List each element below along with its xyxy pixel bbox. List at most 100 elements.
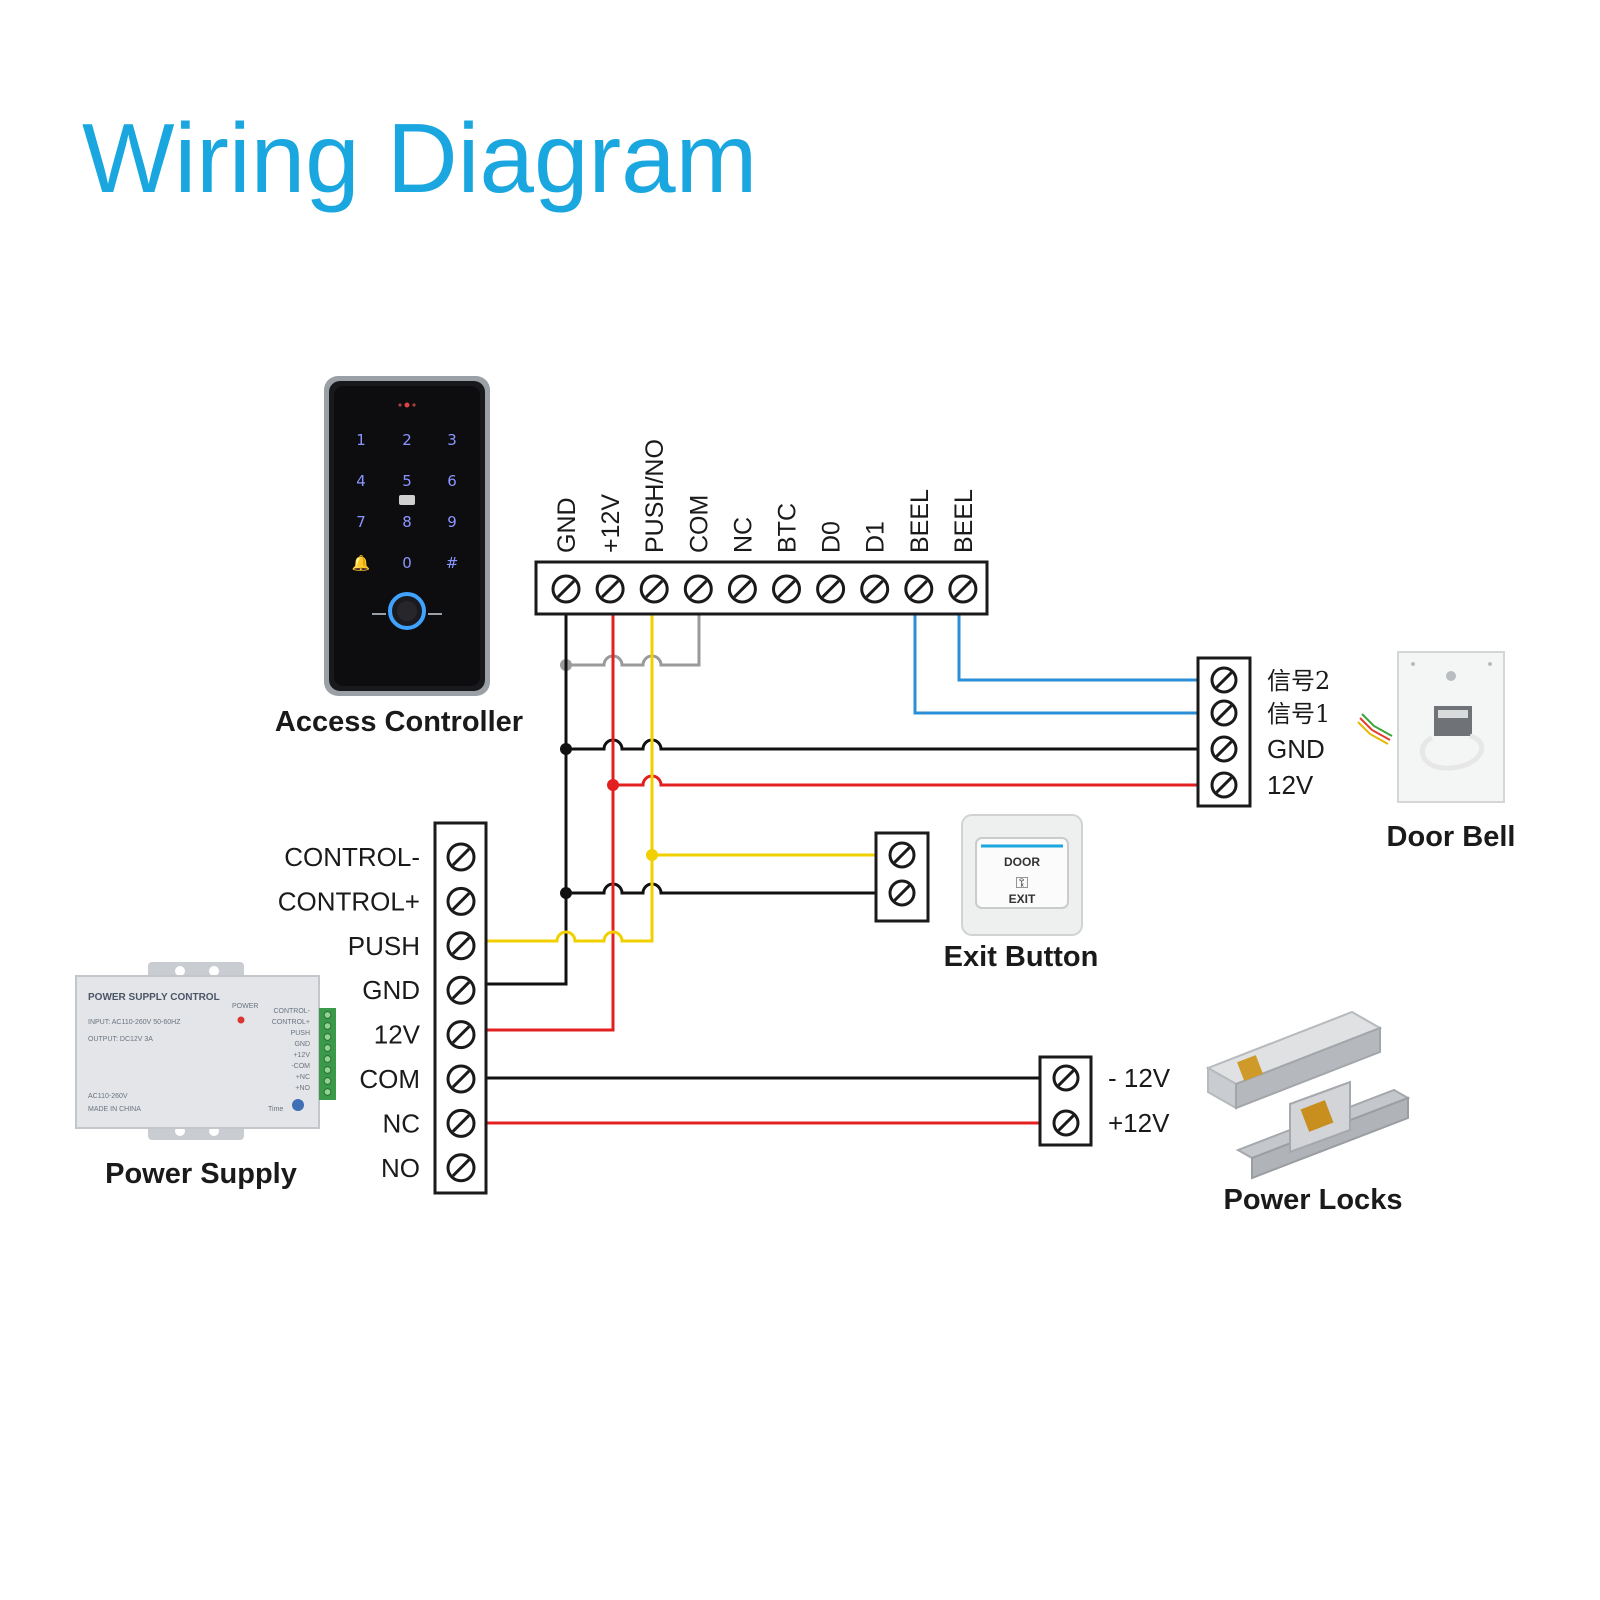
lock-screw xyxy=(1052,1064,1080,1092)
psu-side-label: CONTROL+ xyxy=(272,1019,310,1026)
exit-button-device: DOOR ⚿ EXIT xyxy=(961,814,1083,936)
controller-screw xyxy=(595,574,625,604)
psu-input: INPUT: AC110-260V 50-60HZ xyxy=(88,1019,181,1026)
psu-screw xyxy=(446,842,476,872)
controller-terminal-label: COM xyxy=(685,495,713,553)
doorbell-screws xyxy=(1210,666,1238,799)
exit-button-exit-text: EXIT xyxy=(1009,892,1036,906)
wire-gnd-exit xyxy=(566,882,876,895)
psu-device-screw xyxy=(323,1011,332,1019)
doorbell-terminal-label: GND xyxy=(1267,734,1325,764)
power-locks-caption: Power Locks xyxy=(1224,1184,1403,1216)
wire-12v-doorbell xyxy=(613,774,1198,787)
doorbell-screw xyxy=(1210,771,1238,799)
power-supply-device: POWER SUPPLY CONTROL INPUT: AC110-260V 5… xyxy=(75,962,336,1140)
controller-terminal-label: BEEL xyxy=(950,489,978,553)
controller-terminal-label: GND xyxy=(553,497,581,553)
lock-terminal-block: - 12V +12V xyxy=(1038,1055,1171,1147)
keypad-key: 7 xyxy=(356,513,366,531)
controller-screw xyxy=(772,574,801,604)
junction-push-exit xyxy=(646,849,658,861)
controller-screw xyxy=(948,574,978,604)
wire-12v-trunk xyxy=(463,605,615,1032)
wire-push-trunk xyxy=(463,605,654,943)
wire-gnd-doorbell xyxy=(566,738,1198,751)
psu-made-in: MADE IN CHINA xyxy=(88,1106,141,1113)
psu-screw xyxy=(446,1153,476,1183)
lock-screws xyxy=(1052,1064,1080,1137)
doorbell-terminal-label: 12V xyxy=(1267,770,1314,800)
controller-terminal-label: BEEL xyxy=(906,489,934,553)
keypad-key: 4 xyxy=(356,472,366,490)
psu-device-screw xyxy=(323,1088,332,1096)
wires xyxy=(463,605,1198,1125)
psu-terminal-label: COM xyxy=(359,1064,420,1094)
keypad-key: 2 xyxy=(402,431,412,449)
psu-device-screws xyxy=(323,1011,332,1096)
mount-hole-icon xyxy=(1446,671,1456,681)
lock-terminal-label: +12V xyxy=(1108,1108,1170,1138)
psu-side-label: GND xyxy=(294,1041,310,1048)
controller-terminal-label: BTC xyxy=(774,503,802,553)
power-locks-device xyxy=(1205,1010,1411,1180)
keypad-key: # xyxy=(446,554,459,572)
access-controller-caption: Access Controller xyxy=(275,706,523,738)
psu-terminal-label: NO xyxy=(381,1153,420,1183)
door-bell-caption: Door Bell xyxy=(1387,821,1516,853)
psu-terminal-label: PUSH xyxy=(348,931,420,961)
doorbell-screw xyxy=(1210,735,1238,763)
diagram-title: Wiring Diagram xyxy=(82,103,757,213)
lock-terminal-label: - 12V xyxy=(1108,1063,1171,1093)
psu-device-screw xyxy=(323,1055,332,1063)
psu-side-label: -COM xyxy=(291,1063,310,1070)
psu-device-screw xyxy=(323,1033,332,1041)
psu-screw xyxy=(446,1020,476,1050)
lock-terminal-labels: - 12V +12V xyxy=(1108,1063,1171,1138)
psu-terminal-label: 12V xyxy=(374,1020,421,1050)
controller-screw xyxy=(727,574,757,604)
controller-screw xyxy=(860,574,890,604)
indicator-led xyxy=(404,402,410,408)
exit-screw xyxy=(888,879,916,907)
doorbell-screw xyxy=(1210,666,1238,694)
wire-gnd-trunk xyxy=(463,605,568,986)
doorbell-terminal-label: 信号1 xyxy=(1267,700,1330,728)
psu-screws xyxy=(446,842,476,1183)
bell-key-icon: 🔔 xyxy=(352,554,371,572)
controller-terminal-label: D1 xyxy=(862,521,890,553)
psu-device-screw xyxy=(323,1066,332,1074)
power-supply-caption: Power Supply xyxy=(105,1158,297,1190)
psu-power-led xyxy=(237,1016,245,1024)
controller-screw xyxy=(639,574,669,604)
controller-terminal-label: PUSH/NO xyxy=(641,439,669,553)
controller-screw xyxy=(551,574,581,604)
psu-screw xyxy=(446,931,476,961)
psu-terminal-label: GND xyxy=(362,975,420,1005)
exit-terminal-block xyxy=(874,831,930,923)
exit-screw xyxy=(888,841,916,869)
card-reader-mark xyxy=(399,495,415,505)
keypad-key: 5 xyxy=(402,472,412,490)
keypad-key: 8 xyxy=(402,513,412,531)
keypad-key: 1 xyxy=(356,431,366,449)
exit-button-face[interactable] xyxy=(975,837,1069,909)
controller-terminal-label: NC xyxy=(729,517,757,553)
wire-com-loop xyxy=(566,605,701,667)
keypad-key: 0 xyxy=(402,554,412,572)
psu-screw xyxy=(446,886,476,916)
wire-bell-signal1 xyxy=(913,605,1198,715)
psu-screw xyxy=(446,1108,476,1138)
psu-output: OUTPUT: DC12V 3A xyxy=(88,1036,153,1043)
psu-time-label: Time xyxy=(268,1106,283,1113)
junction-gnd-doorbell xyxy=(560,743,572,755)
psu-side-label: +NC xyxy=(296,1074,310,1081)
psu-device-screw xyxy=(323,1077,332,1085)
exit-button-caption: Exit Button xyxy=(944,941,1099,973)
